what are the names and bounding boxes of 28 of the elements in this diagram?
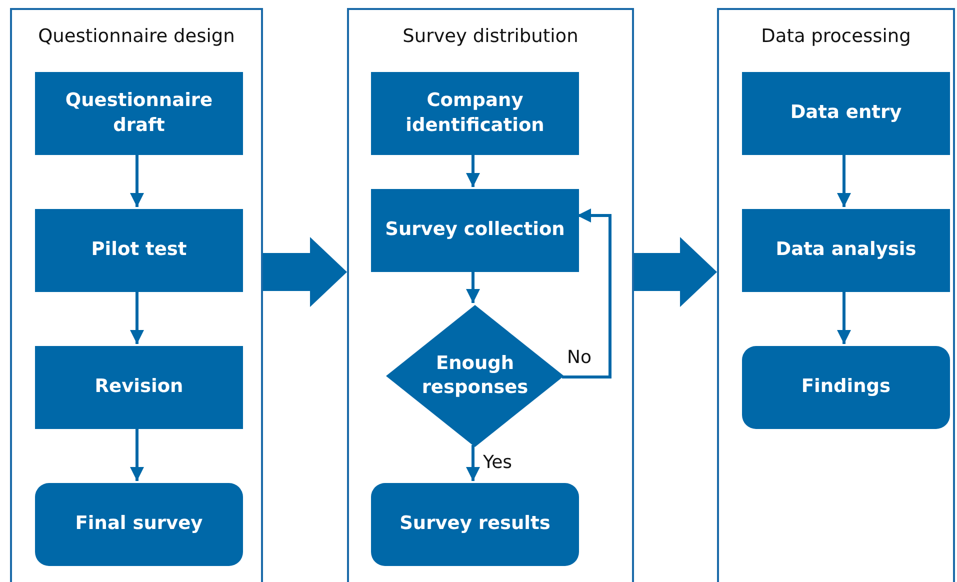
process-box: Data entry [742, 72, 950, 155]
arrow [562, 208, 612, 378]
arrow [466, 270, 480, 303]
process-box: Pilot test [35, 209, 243, 292]
terminal-box: Final survey [35, 483, 243, 566]
panel-title: Data processing [760, 26, 912, 47]
panel-title: Questionnaire design [37, 26, 236, 47]
terminal-box: Findings [742, 346, 950, 429]
arrow [466, 153, 480, 187]
block-arrow [263, 237, 347, 307]
process-box: Survey collection [371, 189, 579, 272]
stage-panel [347, 8, 634, 582]
decision-diamond: Enough responses [386, 305, 564, 447]
arrow [837, 153, 851, 207]
stage-panel [10, 8, 263, 582]
process-box: Company identification [371, 72, 579, 155]
process-box: Questionnaire draft [35, 72, 243, 155]
arrow [466, 445, 480, 481]
arrow [130, 427, 144, 481]
panel-title: Survey distribution [402, 26, 580, 47]
arrow [130, 290, 144, 344]
arrow [837, 290, 851, 344]
stage-panel [717, 8, 955, 582]
terminal-box: Survey results [371, 483, 579, 566]
process-box: Revision [35, 346, 243, 429]
arrow [130, 153, 144, 207]
process-box: Data analysis [742, 209, 950, 292]
block-arrow [634, 237, 717, 307]
